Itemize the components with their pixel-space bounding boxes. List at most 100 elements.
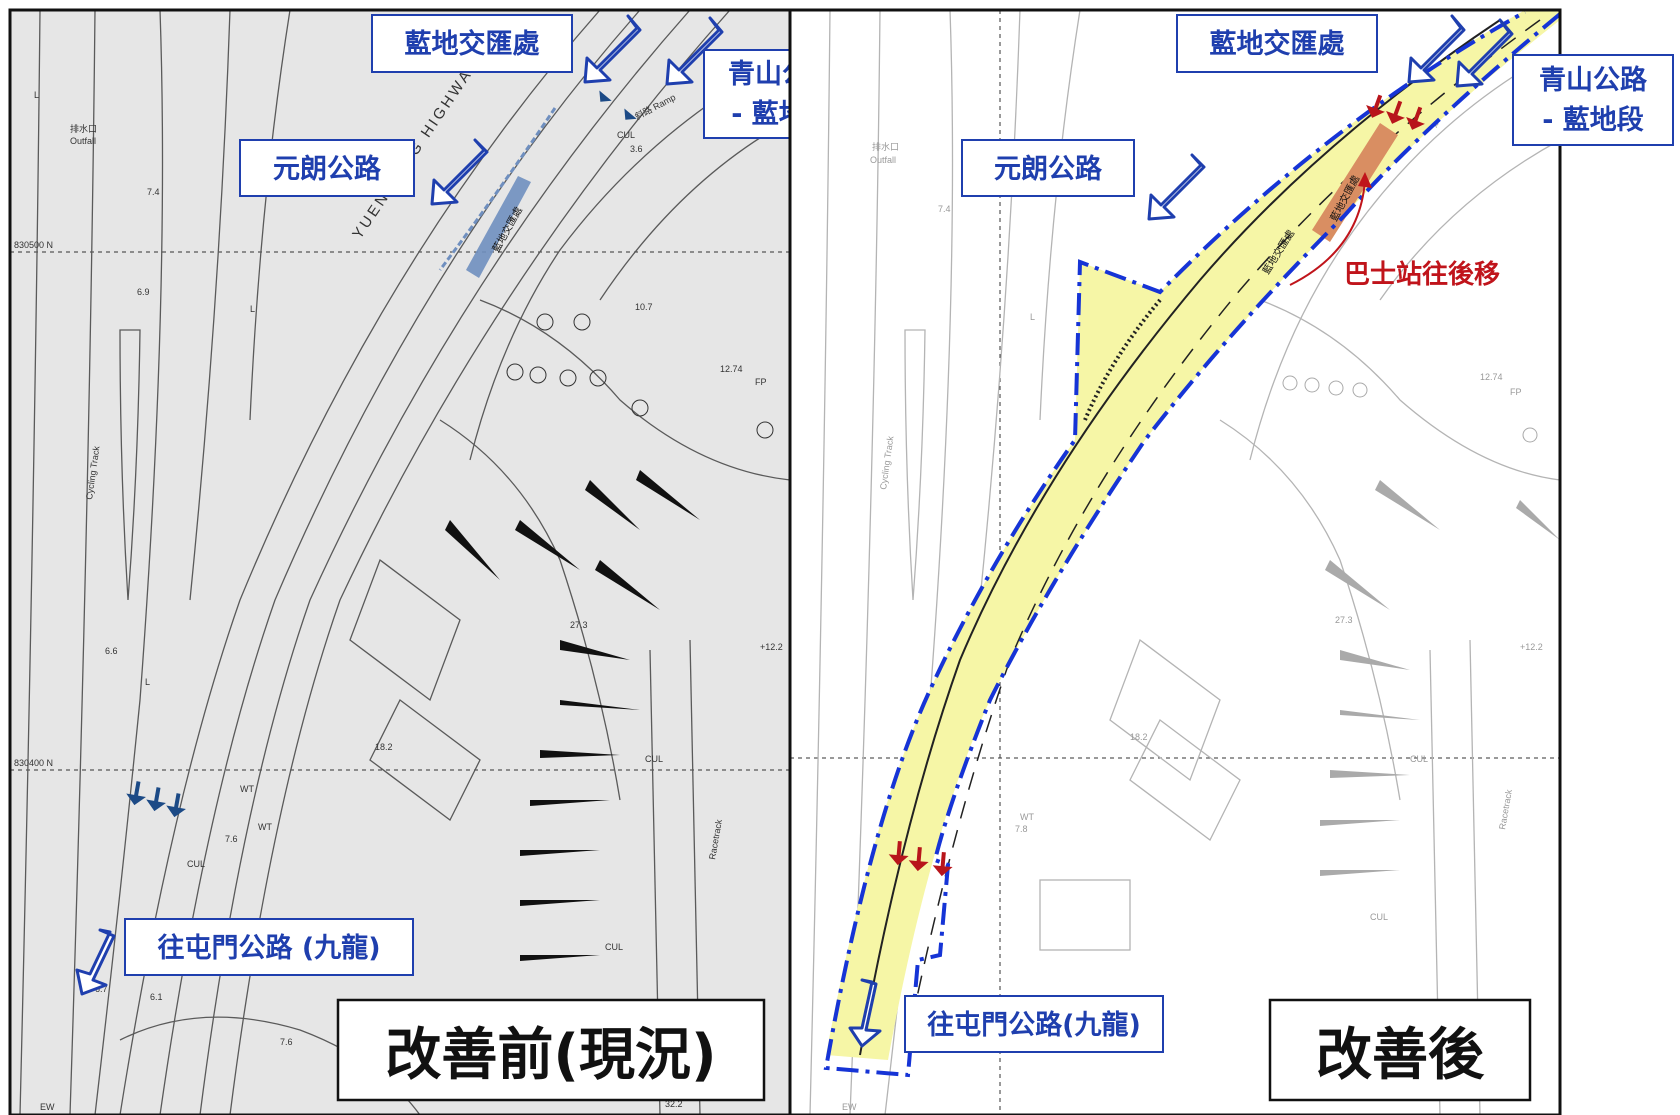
spot-height: 12.74 [1480, 372, 1503, 382]
contour [69, 10, 96, 1115]
culvert-label: CUL [605, 942, 623, 952]
before-basemap: 排水口 Outfall 830500 N 830400 N 7.4 6.9 6.… [10, 10, 790, 1115]
before-lane-arrows [126, 82, 637, 818]
highway-edge [199, 10, 691, 1115]
spot-height: 10.7 [635, 302, 653, 312]
before-title: 改善前(現況) [336, 998, 766, 1102]
level-label: L [250, 304, 255, 314]
before-label-to-tuen-mun-road: 往屯門公路 (九龍) [124, 918, 414, 976]
slope-hachures [1320, 480, 1560, 876]
spot-height: 12.74 [720, 364, 743, 374]
spot-height: +12.2 [1520, 642, 1543, 652]
spot-height: 18.2 [375, 742, 393, 752]
level-label: L [145, 677, 150, 687]
flow-arrow-icon [430, 138, 489, 206]
outfall-label-zh: 排水口 [872, 141, 899, 152]
flow-arrow-icon [665, 16, 724, 86]
spot-height: 27.3 [570, 620, 588, 630]
spot-height: 32.2 [665, 1099, 683, 1109]
after-frame [788, 8, 1562, 1115]
contour [979, 10, 1021, 601]
works-area [826, 10, 1560, 1060]
svg-text:改善後: 改善後 [1316, 1023, 1485, 1088]
after-label-lamtei-interchange: 藍地交匯處 [1176, 14, 1378, 73]
bus-stop-relocated-note: 巴士站往後移 [1344, 259, 1500, 290]
outfall-label-en: Outfall [70, 136, 96, 146]
gas-markers [506, 313, 774, 439]
building [349, 558, 461, 702]
slip-road-edge [1379, 139, 1560, 301]
spot-height: 6.7 [95, 984, 108, 994]
culvert-label: CUL [187, 859, 205, 869]
highway-edge [119, 10, 601, 1115]
contour [94, 10, 164, 1115]
culvert-label: CUL [1410, 754, 1428, 764]
contour [19, 10, 41, 1115]
spot-height: 27.3 [1335, 615, 1353, 625]
level-label: L [1030, 312, 1035, 322]
spot-height: 7.4 [938, 204, 951, 214]
contour [119, 329, 141, 601]
building [1039, 879, 1131, 951]
svg-text:往屯門公路(九龍): 往屯門公路(九龍) [927, 1009, 1141, 1041]
grid-label-830400: 830400 N [14, 758, 53, 768]
flow-arrow-icon [1147, 153, 1206, 221]
flow-arrow-icon [848, 978, 882, 1048]
after-basemap: 排水口 Outfall 7.4 27.3 +12.2 18.2 7.8 12.7… [790, 10, 1560, 1115]
works-boundary [823, 10, 1560, 1078]
contour [904, 329, 926, 601]
after-label-to-tuen-mun-road: 往屯門公路(九龍) [904, 995, 1164, 1053]
spot-height: 7.6 [225, 834, 238, 844]
building [1109, 638, 1221, 782]
footpath-label: FP [755, 377, 767, 387]
spot-height: 6.6 [105, 646, 118, 656]
contour [439, 419, 621, 801]
spot-height: 7.8 [1015, 824, 1028, 834]
footpath-label: FP [1510, 387, 1522, 397]
lane-marking [859, 19, 1501, 1056]
after-lane-arrows [888, 94, 1425, 877]
svg-text:往屯門公路 (九龍): 往屯門公路 (九龍) [157, 932, 380, 964]
culvert-label: CUL [1370, 912, 1388, 922]
slip-road-edge [1249, 59, 1541, 461]
culvert-label: CUL [617, 130, 635, 140]
contour [249, 10, 291, 421]
spot-height: 6.9 [137, 287, 150, 297]
bus-stop-move-arrowhead-icon [1358, 172, 1372, 188]
contour [1039, 10, 1081, 421]
svg-text:元朗公路: 元朗公路 [273, 153, 382, 185]
before-panel: 排水口 Outfall 830500 N 830400 N 7.4 6.9 6.… [8, 8, 861, 1115]
svg-text:- 藍地段: - 藍地段 [1542, 105, 1644, 136]
grid-label-830500: 830500 N [14, 240, 53, 250]
lane-marking [1083, 298, 1162, 421]
after-label-yuen-long-highway: 元朗公路 [961, 139, 1135, 197]
svg-text:改善前(現況): 改善前(現況) [385, 1023, 716, 1088]
before-label-yuen-long-highway: 元朗公路 [239, 139, 415, 197]
contour [809, 10, 831, 1115]
gas-markers [1282, 375, 1538, 443]
after-panel: 排水口 Outfall 7.4 27.3 +12.2 18.2 7.8 12.7… [788, 8, 1674, 1115]
after-title: 改善後 [1268, 998, 1532, 1102]
flow-arrow-icon [1455, 18, 1514, 88]
contour [1259, 299, 1560, 481]
spot-height: 3.6 [630, 144, 643, 154]
flow-arrow-icon [75, 928, 116, 996]
contour [479, 299, 790, 481]
culvert-label: CUL [645, 754, 663, 764]
contour [1219, 419, 1401, 801]
highway-edge [229, 10, 731, 1115]
outfall-label-zh: 排水口 [70, 123, 97, 134]
water-tank-label: WT [240, 784, 254, 794]
existing-bus-lane [438, 107, 557, 271]
ew-label: EW [842, 1102, 857, 1112]
water-tank-label: WT [258, 822, 272, 832]
flow-arrow-icon [1407, 14, 1466, 84]
building [1129, 719, 1241, 841]
svg-text:藍地交匯處: 藍地交匯處 [405, 28, 540, 60]
flow-arrow-icon [583, 14, 642, 84]
ew-label: EW [40, 1102, 55, 1112]
spot-height: 7.4 [147, 187, 160, 197]
spot-height: 6.1 [150, 992, 163, 1002]
spot-height: 18.2 [1130, 732, 1148, 742]
